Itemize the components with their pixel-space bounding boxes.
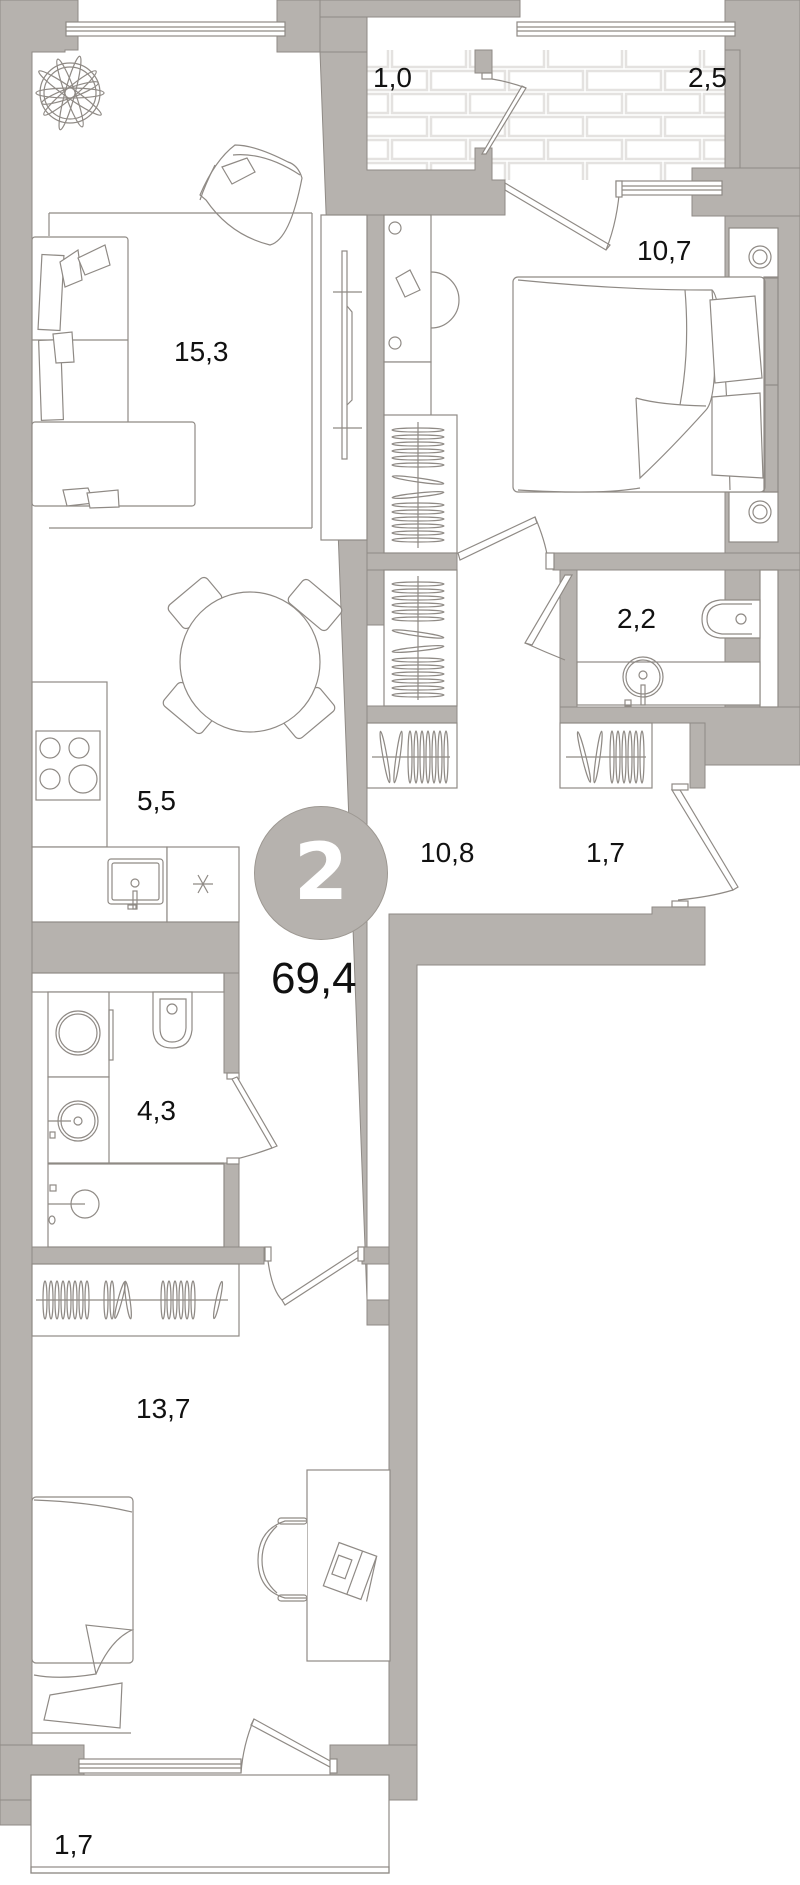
chair-icon — [257, 1517, 308, 1602]
shower-icon — [48, 1184, 100, 1225]
stove-icon — [35, 730, 101, 801]
room-area-hallway: 10,8 — [420, 837, 475, 868]
toilet-icon — [152, 991, 193, 1049]
washing-machine-icon — [55, 1009, 114, 1061]
room-area-bedroom: 10,7 — [637, 235, 692, 266]
total-area: 69,4 — [271, 954, 357, 1003]
wardrobe-icon — [383, 569, 458, 707]
nightstand-icon — [728, 227, 779, 543]
kitchen-counter — [31, 681, 240, 923]
room-area-wc: 2,2 — [617, 603, 656, 634]
room-area-living-room: 15,3 — [174, 336, 229, 367]
rooms-count-badge: 2 — [254, 806, 388, 940]
doors — [226, 72, 739, 1774]
wardrobe-icon — [559, 722, 653, 789]
plant-icon — [35, 55, 105, 131]
wardrobe-icon — [383, 414, 458, 554]
fridge-icon — [193, 874, 213, 894]
wardrobe-icon — [366, 722, 458, 789]
toilet-icon — [701, 569, 779, 708]
wardrobe-icon — [31, 1263, 240, 1337]
room-area-balcony-small: 1,0 — [373, 62, 412, 93]
double-bed-icon — [512, 276, 779, 493]
washbasin-icon — [576, 656, 761, 707]
room-area-balcony-top-right: 2,5 — [688, 62, 727, 93]
room-area-balcony-bottom: 1,7 — [54, 1829, 93, 1860]
bathroom-fixtures — [31, 972, 225, 1248]
washbasin-icon — [48, 1100, 99, 1142]
desk-icon — [383, 214, 460, 418]
room-area-kitchen: 5,5 — [137, 785, 176, 816]
single-bed-icon — [31, 1496, 135, 1734]
chair-icon — [162, 576, 343, 740]
armchair-icon — [199, 144, 303, 246]
sink-icon — [107, 858, 164, 910]
room-area-second-bedroom: 13,7 — [136, 1393, 191, 1424]
tv-stand-icon — [320, 214, 368, 541]
laptop-icon — [322, 1541, 378, 1602]
rooms-count: 2 — [293, 828, 349, 918]
windows — [30, 21, 736, 1874]
rug — [48, 212, 313, 529]
room-area-entrance: 1,7 — [586, 837, 625, 868]
room-area-bathroom: 4,3 — [137, 1095, 176, 1126]
dining-table-icon — [162, 576, 343, 740]
sofa-icon — [31, 236, 196, 509]
